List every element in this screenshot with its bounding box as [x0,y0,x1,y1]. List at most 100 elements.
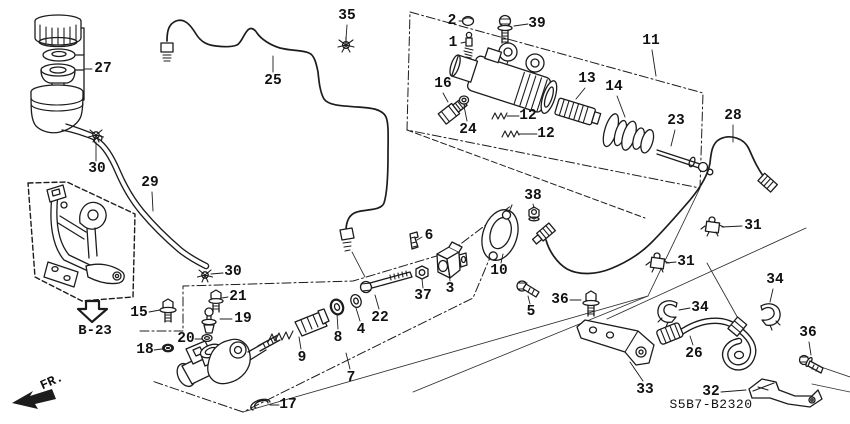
screw-36b [798,354,824,374]
slave-cylinder-group [437,14,714,176]
leader-line-11 [651,49,657,77]
bolt-21 [208,289,224,313]
part-callout-17: 17 [279,397,296,413]
part-callout-21: 21 [229,289,247,305]
reservoir-group [30,14,103,143]
pipe-clip-35 [337,36,355,53]
leader-line-18 [153,348,163,351]
nut-38 [528,206,540,222]
part-callout-19: 19 [234,311,251,327]
reference-label-b23: B-23 [78,323,112,339]
push-rod-23 [656,149,714,176]
slave-cylinder-body [449,42,558,114]
part-callout-34: 34 [691,300,709,316]
leader-line-7 [345,352,351,370]
part-callout-24: 24 [459,122,477,138]
leader-line-6 [416,236,423,241]
bolt-5 [516,280,540,298]
part-callout-22: 22 [371,310,388,326]
bracket-32 [748,378,823,408]
part-callout-33: 33 [636,382,653,398]
part-callout-31: 31 [677,254,695,270]
part-callout-25: 25 [264,73,281,89]
part-callout-23: 23 [667,113,684,129]
pipe-clip-31a [700,216,725,237]
seal-ring-24 [458,95,470,105]
hose-clamp-upper [87,129,105,143]
reservoir-seal-washer [42,48,76,62]
piston-13 [554,97,602,126]
part-callout-39: 39 [528,16,545,32]
spring-12a [491,112,508,120]
diagram-code: S5B7-B2320 [669,397,753,412]
part-callout-34: 34 [766,272,784,288]
part-callout-2: 2 [448,13,457,29]
bracket-33 [576,319,655,366]
assembly-boundary-lines [139,11,850,413]
leader-line-9 [298,336,302,350]
leader-line-21 [221,296,229,299]
reservoir-cap [34,14,82,48]
part-callout-16: 16 [434,76,451,92]
part-callout-11: 11 [642,33,660,49]
leader-line-35 [345,24,348,40]
part-callout-27: 27 [94,61,111,77]
part-callout-35: 35 [338,8,355,24]
part-callout-1: 1 [449,35,458,51]
leader-line-23 [670,129,676,147]
part-callout-12: 12 [519,108,536,124]
callout-leader-lines [84,20,812,406]
bleeder-screw-1 [463,31,474,59]
bolt-22 [359,270,413,294]
leader-line-24 [463,105,468,122]
bleeder-cap-2 [461,15,475,27]
part-callout-36: 36 [799,325,816,341]
leader-line-34 [678,307,691,311]
seal-8 [329,298,345,316]
leader-line-30 [210,272,224,275]
reservoir-bracket-lines [74,27,85,101]
fr-direction-arrow-icon [12,389,56,409]
leader-line-39 [513,23,529,27]
part-callout-6: 6 [425,228,434,244]
leader-line-36 [808,341,812,356]
leader-line-14 [616,95,626,118]
part-callout-31: 31 [744,218,762,234]
master-cylinder-group [176,308,330,411]
reservoir-hose [93,137,210,270]
piston-spring-9 [267,308,330,343]
clutch-hose-26 [656,316,757,371]
washer-4 [350,294,362,308]
snap-clip-17 [250,398,271,411]
b23-arrow-icon [76,299,109,324]
part-callout-30: 30 [88,161,105,177]
leader-line-29 [151,191,154,212]
pedal-bracket-inset [27,181,136,324]
nut-37 [415,265,429,280]
leader-line-38 [532,203,535,209]
bolt-36a [582,290,600,317]
part-callout-37: 37 [414,288,431,304]
boot-14 [602,113,655,154]
grommet-18 [162,343,174,353]
clutch-pipe-lower [531,136,778,275]
leader-line-34 [769,288,774,303]
leader-line-33 [629,361,644,382]
leader-line-22 [374,294,380,310]
part-callout-29: 29 [141,175,158,191]
gasket-10 [481,209,519,261]
leader-line-37 [421,278,424,289]
master-cylinder-body [176,334,281,388]
leader-line-3 [448,272,451,282]
part-callout-28: 28 [724,108,741,124]
part-callout-14: 14 [605,79,623,95]
leader-line-15 [148,309,161,313]
part-callout-18: 18 [136,342,153,358]
leader-line-10 [500,253,504,264]
part-callout-8: 8 [334,330,343,346]
part-callout-10: 10 [490,263,507,279]
leader-line-26 [689,335,694,346]
